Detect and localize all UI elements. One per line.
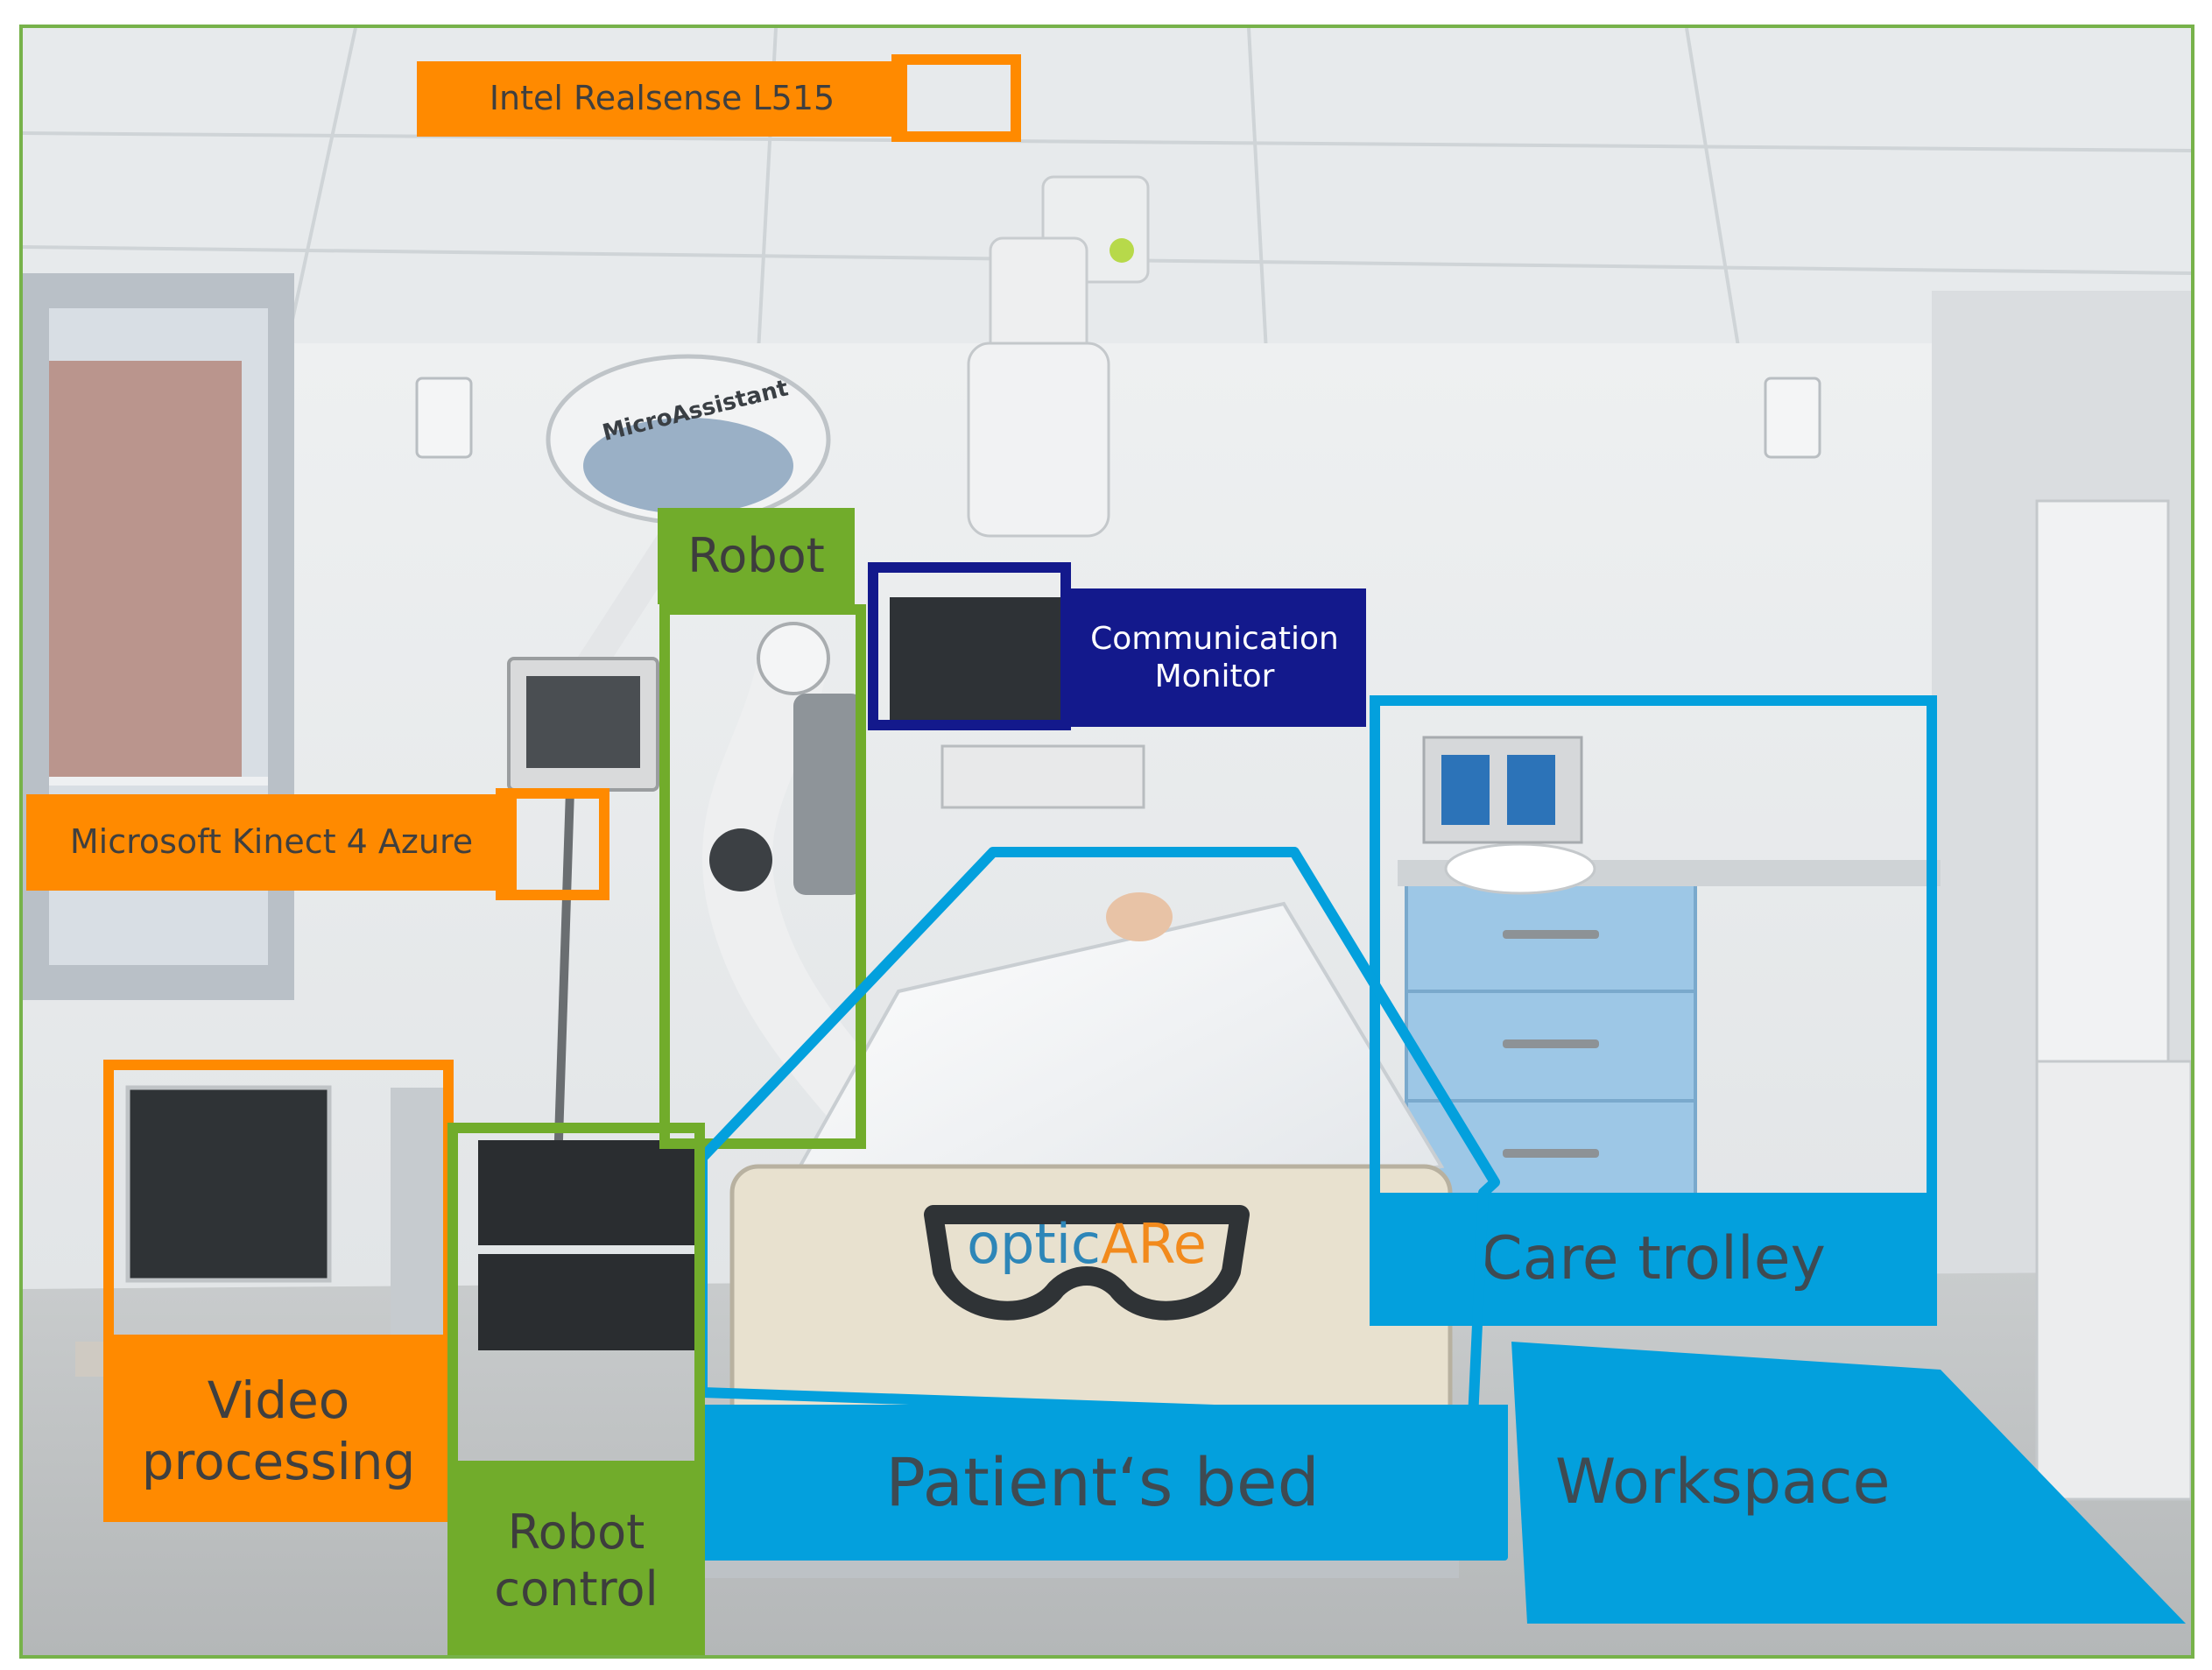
box-microsoft-kinect (496, 788, 609, 900)
bed-logo-glasses (924, 1205, 1250, 1321)
label-microsoft-kinect: Microsoft Kinect 4 Azure (26, 794, 517, 891)
photo-frame: MicroAssistant (19, 25, 2194, 1659)
shape-workspace (1511, 1342, 2186, 1624)
box-intel-realsense (891, 54, 1021, 142)
box-robot (659, 604, 866, 1149)
bed-logo-highlight: ARe (1101, 1212, 1207, 1276)
box-robot-control (447, 1123, 705, 1471)
speaker-right (1764, 377, 1821, 459)
speaker-left (415, 377, 473, 459)
communication-monitor-screen (890, 597, 1145, 809)
label-intel-realsense: Intel Realsense L515 (417, 61, 907, 137)
care-trolley-body (1398, 736, 1941, 1212)
surgical-lamp: MicroAssistant (546, 354, 831, 685)
wardrobe (2035, 499, 2170, 1063)
label-patients-bed: Patient‘s bed (697, 1405, 1508, 1561)
bed-body: opticARe (688, 892, 1459, 1578)
box-video-processing (103, 1060, 454, 1345)
ceiling-arm (967, 175, 1150, 538)
label-workspace: Workspace (1555, 1446, 1891, 1518)
window (23, 273, 294, 1000)
bed-logo-prefix: optic (967, 1212, 1101, 1276)
label-robot-control: Robot control (447, 1468, 705, 1655)
bed-logo-text: opticARe (967, 1212, 1207, 1276)
label-robot: Robot (658, 508, 855, 604)
label-video-processing: Video processing (103, 1342, 454, 1522)
label-communication-monitor: Communication Monitor (1063, 588, 1366, 727)
label-care-trolley: Care trolley (1370, 1193, 1937, 1326)
